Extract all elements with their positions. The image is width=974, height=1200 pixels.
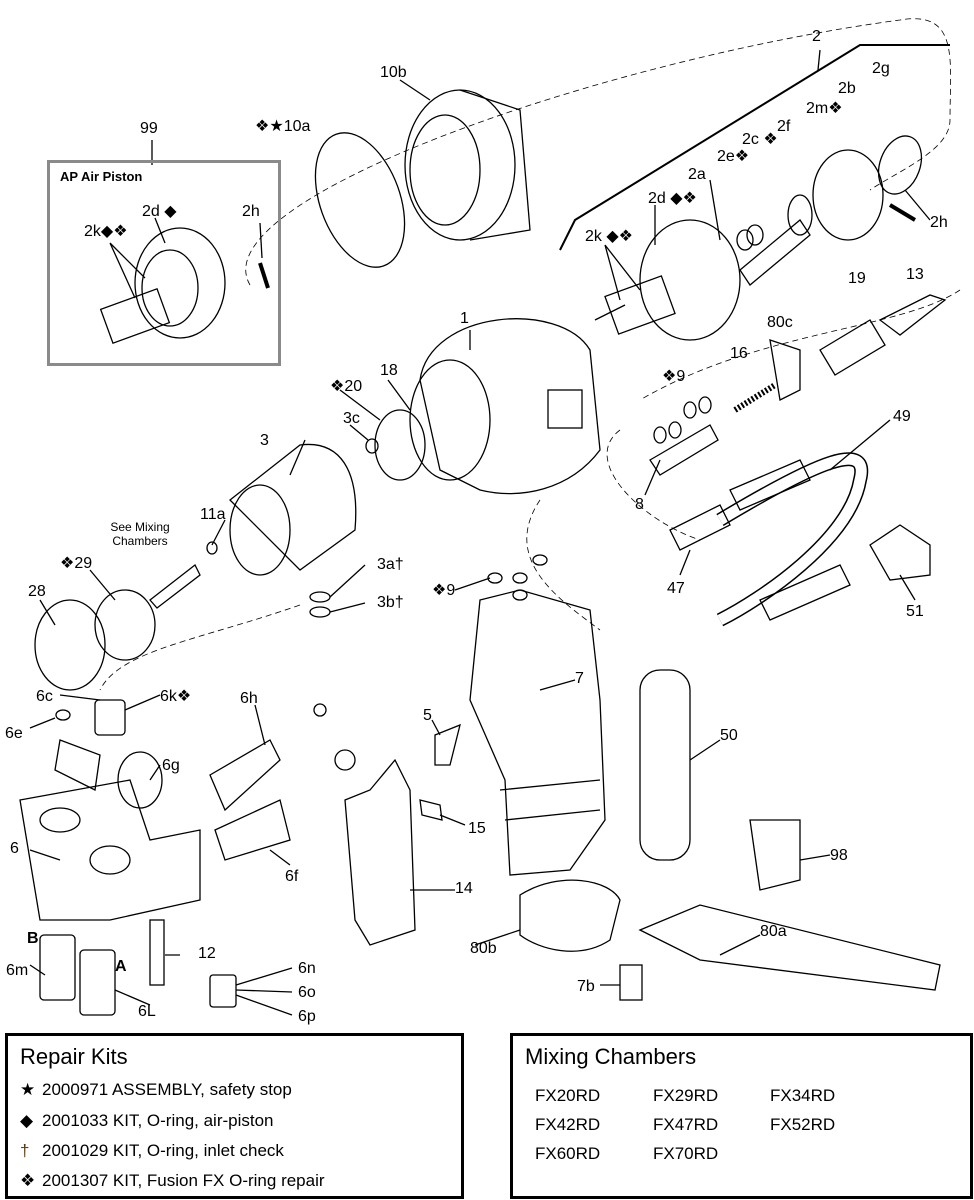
callout-A: A (115, 958, 127, 975)
callout-3b: 3b† (377, 594, 404, 611)
diamond-icon: ◆ (20, 1111, 34, 1130)
callout-99: 99 (140, 120, 158, 137)
callout-10a: ❖★10a (255, 118, 311, 135)
callout-51: 51 (906, 603, 924, 620)
repair-kits-title: Repair Kits (20, 1044, 128, 1069)
mixing-chamber-item: FX29RD (653, 1086, 719, 1105)
callout-2b: 2b (838, 80, 856, 97)
callout-2: 2 (812, 28, 821, 45)
callout-6k: 6k❖ (160, 688, 192, 705)
callout-20: ❖20 (330, 378, 363, 395)
callout-18: 18 (380, 362, 398, 379)
callout-6g: 6g (162, 757, 180, 774)
mixing-chambers-title: Mixing Chambers (525, 1044, 697, 1069)
repair-kits-box: Repair Kits ★ 2000971 ASSEMBLY, safety st… (5, 1033, 464, 1199)
callout-16: 16 (730, 345, 748, 362)
callout-7: 7 (575, 670, 584, 687)
callout-80b: 80b (470, 940, 497, 957)
repair-kit-text: 2000971 ASSEMBLY, safety stop (42, 1080, 292, 1099)
callout-2m: 2m❖ (806, 100, 843, 117)
star-icon: ★ (20, 1080, 36, 1099)
exploded-parts-drawing (19, 18, 961, 1016)
callout-50: 50 (720, 727, 738, 744)
callout-13: 13 (906, 266, 924, 283)
air-piston-inset: AP Air Piston 2d ◆ 2h 2k◆❖ (47, 160, 281, 366)
air-piston-callout-2h: 2h (242, 203, 260, 220)
callout-6p: 6p (298, 1008, 316, 1025)
mixing-chamber-item: FX42RD (535, 1115, 601, 1134)
callout-6L: 6L (138, 1003, 156, 1020)
callout-2a: 2a (688, 166, 706, 183)
repair-kit-item: ❖ 2001307 KIT, Fusion FX O-ring repair (20, 1171, 325, 1191)
callout-B: B (27, 930, 39, 947)
repair-kit-item: ★ 2000971 ASSEMBLY, safety stop (20, 1080, 292, 1100)
callout-47: 47 (667, 580, 685, 597)
callout-1: 1 (460, 310, 469, 327)
callout-12: 12 (198, 945, 216, 962)
air-piston-callout-2k: 2k◆❖ (84, 223, 128, 240)
callout-98: 98 (830, 847, 848, 864)
mixing-chamber-item: FX60RD (535, 1144, 601, 1163)
callout-2k: 2k ◆❖ (585, 228, 633, 245)
air-piston-drawing (99, 217, 270, 345)
callout-19: 19 (848, 270, 866, 287)
callout-8: 8 (635, 496, 644, 513)
callout-80c: 80c (767, 314, 793, 331)
callout-6: 6 (10, 840, 19, 857)
see-mixing-chambers-note: See Mixing Chambers (110, 520, 170, 548)
callout-29: ❖29 (60, 555, 93, 572)
callout-2d: 2d ◆❖ (648, 190, 697, 207)
callout-2e: 2e❖ (717, 148, 750, 165)
callout-49: 49 (893, 408, 911, 425)
callout-2h: 2h (930, 214, 948, 231)
mixing-chamber-item: FX47RD (653, 1115, 719, 1134)
callout-15: 15 (468, 820, 486, 837)
mixing-chamber-item: FX20RD (535, 1086, 601, 1105)
mixing-chambers-box: Mixing Chambers FX20RD FX29RD FX34RD FX4… (510, 1033, 973, 1199)
repair-kit-item: ◆ 2001033 KIT, O-ring, air-piston (20, 1111, 274, 1131)
repair-kit-item: † 2001029 KIT, O-ring, inlet check (20, 1141, 284, 1161)
callout-10b: 10b (380, 64, 407, 81)
mixing-chamber-item: FX34RD (770, 1086, 836, 1105)
mixing-chamber-item: FX52RD (770, 1115, 836, 1134)
repair-kit-text: 2001033 KIT, O-ring, air-piston (42, 1111, 274, 1130)
callout-3a: 3a† (377, 556, 404, 573)
callout-6n: 6n (298, 960, 316, 977)
callout-80a: 80a (760, 923, 787, 940)
callout-6e: 6e (5, 725, 23, 742)
dagger-icon: † (20, 1141, 30, 1160)
callout-6h: 6h (240, 690, 258, 707)
repair-kit-text: 2001029 KIT, O-ring, inlet check (42, 1141, 284, 1160)
callout-2c: 2c ❖ (742, 131, 778, 148)
callout-2f: 2f (777, 118, 791, 135)
mixing-chamber-item: FX70RD (653, 1144, 719, 1163)
callout-5: 5 (423, 707, 432, 724)
air-piston-title: AP Air Piston (60, 169, 143, 184)
callout-6m: 6m (6, 962, 29, 979)
callout-6c: 6c (36, 688, 53, 705)
callout-6o: 6o (298, 984, 316, 1001)
callout-28: 28 (28, 583, 46, 600)
four-diamond-icon: ❖ (20, 1171, 36, 1190)
callout-9-upper: ❖9 (662, 368, 686, 385)
callout-2g: 2g (872, 60, 890, 77)
callout-6f: 6f (285, 868, 299, 885)
callout-3: 3 (260, 432, 269, 449)
repair-kit-text: 2001307 KIT, Fusion FX O-ring repair (42, 1171, 325, 1190)
callout-7b: 7b (577, 978, 595, 995)
air-piston-callout-2d: 2d ◆ (142, 203, 177, 220)
callout-14: 14 (455, 880, 473, 897)
callout-9-lower: ❖9 (432, 582, 456, 599)
callout-3c: 3c (343, 410, 360, 427)
callout-11a: 11a (200, 506, 226, 523)
